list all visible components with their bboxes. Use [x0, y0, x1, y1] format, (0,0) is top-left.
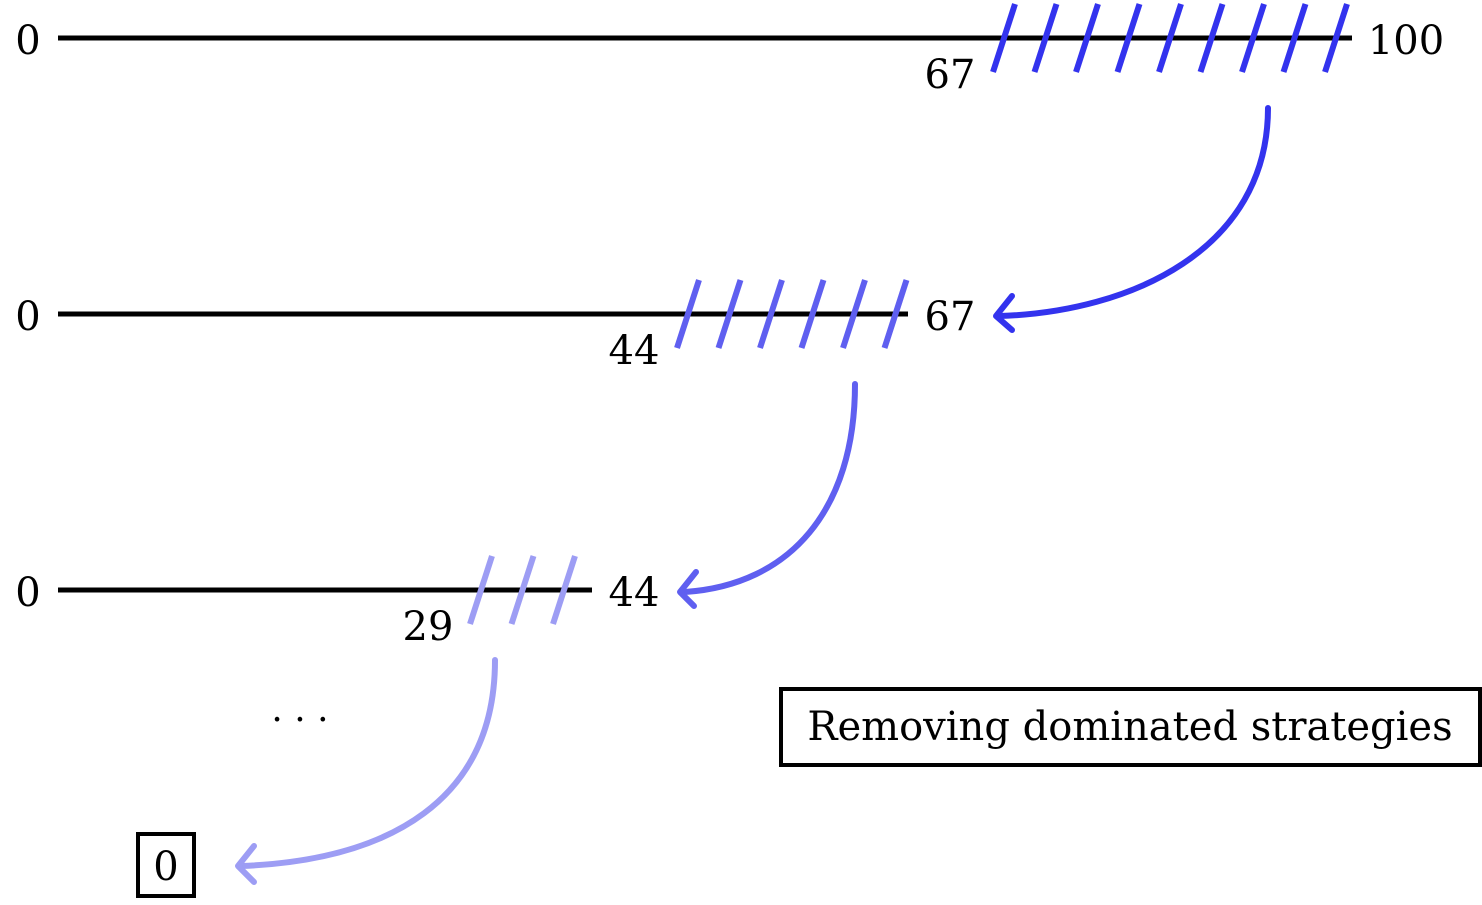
- hatch-mark: [1280, 3, 1309, 73]
- arrow-1: [993, 105, 1271, 333]
- hatch-mark: [1197, 3, 1226, 73]
- hatch-mark: [1239, 3, 1267, 73]
- arrow-1-curve: [997, 105, 1271, 319]
- hatch-mark: [881, 279, 910, 349]
- hatch-mark: [1114, 3, 1143, 73]
- arrow-1-head: [993, 293, 1015, 333]
- hatch-marks-2: [674, 279, 910, 349]
- number-line-row-2: 0 44 67: [15, 279, 976, 374]
- number-line-row-3: 0 29 44: [15, 555, 660, 650]
- hatch-mark: [467, 555, 495, 625]
- hatch-mark: [1073, 3, 1101, 73]
- hatch-marks-3: [467, 555, 578, 625]
- right-label-1: 100: [1368, 18, 1444, 64]
- arrow-3-curve: [239, 657, 498, 869]
- ellipsis: · · ·: [271, 700, 328, 741]
- hatch-mark: [1031, 3, 1060, 73]
- hatch-mark: [757, 279, 785, 349]
- number-line-row-1: 0 67 100: [15, 3, 1444, 98]
- arrow-2-head: [677, 569, 699, 609]
- caption-frame: [779, 687, 1482, 767]
- right-label-3: 44: [609, 570, 660, 616]
- cut-label-3: 29: [403, 604, 454, 650]
- right-label-2: 67: [925, 294, 976, 340]
- left-label-1: 0: [15, 18, 40, 64]
- arrow-2: [677, 381, 858, 609]
- hatch-mark: [798, 279, 827, 349]
- hatch-marks-1: [990, 3, 1350, 73]
- hatch-mark: [674, 279, 702, 349]
- arrow-3-head: [235, 843, 257, 885]
- cut-label-1: 67: [925, 52, 976, 98]
- arrow-2-curve: [682, 381, 858, 595]
- left-label-2: 0: [15, 294, 40, 340]
- final-value-frame: [136, 832, 196, 898]
- hatch-mark: [1322, 3, 1350, 73]
- caption-box: Removing dominated strategies: [779, 687, 1482, 767]
- hatch-mark: [550, 555, 578, 625]
- hatch-mark: [715, 279, 744, 349]
- caption-text: Removing dominated strategies: [807, 704, 1452, 750]
- left-label-3: 0: [15, 570, 40, 616]
- hatch-mark: [1156, 3, 1184, 73]
- final-value-label: 0: [153, 844, 178, 890]
- hatch-mark: [840, 279, 868, 349]
- hatch-mark: [990, 3, 1018, 73]
- arrow-3: [235, 657, 498, 885]
- hatch-mark: [508, 555, 537, 625]
- final-value-box: 0: [136, 832, 196, 898]
- cut-label-2: 44: [609, 328, 660, 374]
